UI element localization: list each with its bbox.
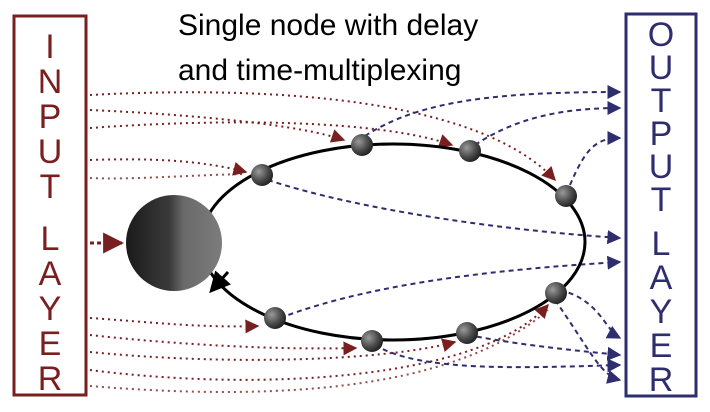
layer-letter: U: [649, 148, 674, 186]
virtual-node: [555, 185, 577, 207]
input-arrow: [89, 309, 549, 393]
input-arrow: [89, 338, 457, 361]
input-arrow: [89, 334, 358, 356]
layer-letter: N: [38, 63, 63, 101]
layer-letter: L: [652, 225, 671, 263]
layer-letter: U: [649, 49, 674, 87]
virtual-nodes: [251, 134, 577, 352]
input-arrow: [89, 303, 549, 381]
layer-letter: R: [38, 360, 63, 398]
input-arrow: [89, 173, 247, 180]
virtual-node: [456, 322, 478, 344]
output-arrow: [279, 255, 622, 319]
title-line-1: Single node with delay: [178, 9, 478, 42]
layer-letter: T: [651, 82, 672, 120]
layer-letter: E: [650, 327, 673, 365]
virtual-node: [251, 164, 273, 186]
output-arrow: [467, 334, 622, 361]
output-arrow: [267, 179, 622, 245]
input-arrow: [89, 317, 260, 334]
output-arrow: [554, 299, 622, 384]
layer-letter: A: [650, 259, 673, 297]
layer-letter: L: [41, 220, 60, 258]
virtual-node: [545, 282, 567, 304]
output-arrow: [474, 101, 622, 146]
output-arrow: [364, 85, 622, 137]
input-arrow: [89, 121, 454, 148]
layer-letter: T: [651, 181, 672, 219]
loop-direction-arrow: [209, 270, 232, 294]
layer-letter: P: [39, 98, 62, 136]
layer-letter: P: [650, 115, 673, 153]
layer-letter: U: [38, 133, 63, 171]
output-arrow: [559, 289, 622, 339]
input-arrow: [89, 158, 248, 176]
layer-letter: I: [45, 28, 54, 66]
output-arrow: [374, 344, 622, 373]
input-arrow: [89, 91, 556, 182]
layer-letter: Y: [39, 290, 62, 328]
layer-letter: Y: [650, 293, 673, 331]
virtual-node: [351, 134, 373, 156]
diagram-title: Single node with delay and time-multiple…: [178, 9, 478, 87]
virtual-node: [264, 307, 286, 329]
layer-letter: R: [649, 361, 674, 399]
layer-letter: A: [39, 255, 62, 293]
layer-letter: E: [39, 325, 62, 363]
layer-letter: O: [648, 16, 674, 54]
input-layer-box: [12, 14, 88, 397]
input-arrow: [89, 109, 346, 143]
input-connections: [89, 91, 556, 393]
output-connections: [267, 85, 622, 384]
virtual-node: [459, 140, 481, 162]
output-arrow: [569, 131, 622, 186]
nonlinear-node: [126, 195, 222, 291]
title-line-2: and time-multiplexing: [178, 54, 461, 87]
virtual-node: [361, 330, 383, 352]
layer-letter: T: [40, 168, 61, 206]
output-layer-box: [624, 12, 698, 398]
